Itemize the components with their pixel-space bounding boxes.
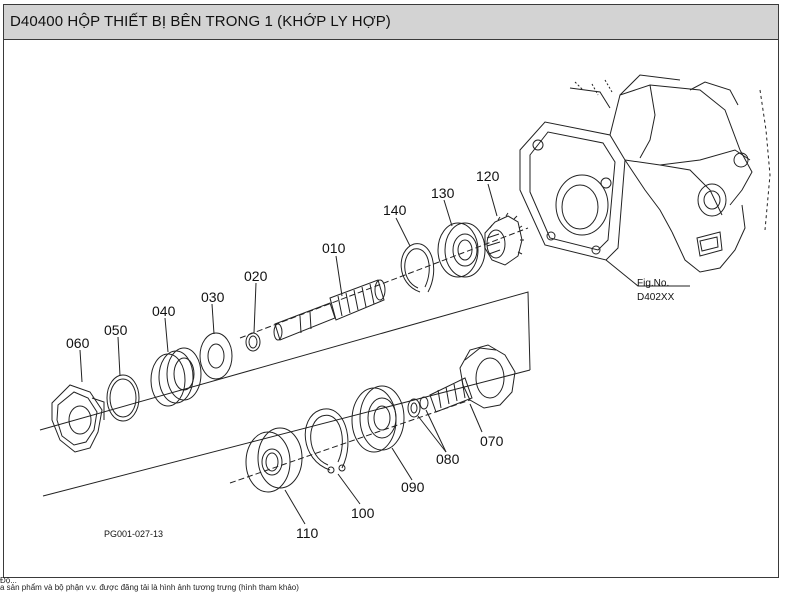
callout-030: 030 <box>201 289 225 305</box>
callout-050: 050 <box>104 322 128 338</box>
callout-010: 010 <box>322 240 346 256</box>
part-120-drawing <box>484 212 524 266</box>
explode-frame-lower <box>42 369 531 497</box>
housing-drawing <box>519 74 771 273</box>
part-060-drawing <box>51 384 105 453</box>
part-030-drawing <box>199 332 233 380</box>
fig-ref-label: Fig.No. <box>637 278 669 289</box>
explode-frame-upper <box>39 291 531 431</box>
callout-070: 070 <box>480 433 504 449</box>
lower-axis-line <box>229 399 471 484</box>
drawing-code: PG001-027-13 <box>104 529 163 539</box>
part-110-drawing <box>245 427 303 493</box>
part-130-drawing <box>437 222 486 278</box>
callout-020: 020 <box>244 268 268 284</box>
callout-090: 090 <box>401 479 425 495</box>
footer-note-2: a sản phẩm và bộ phận v.v. được đăng tải… <box>0 583 299 592</box>
callout-080: 080 <box>436 451 460 467</box>
callout-060: 060 <box>66 335 90 351</box>
callout-140: 140 <box>383 202 407 218</box>
part-010-drawing <box>273 279 386 341</box>
footer-note-1: Độ... <box>0 576 17 585</box>
leader-lines <box>79 183 690 525</box>
part-080-drawing <box>407 396 429 418</box>
part-020-drawing <box>245 332 261 352</box>
callout-110: 110 <box>296 525 319 541</box>
part-100-drawing <box>304 408 349 474</box>
part-090-drawing <box>351 385 405 453</box>
fig-ref-number: D402XX <box>637 292 675 303</box>
part-140-drawing <box>400 243 435 293</box>
callout-130: 130 <box>431 185 455 201</box>
callout-120: 120 <box>476 168 500 184</box>
part-040-drawing <box>150 347 202 407</box>
callout-040: 040 <box>152 303 176 319</box>
diagram-frame <box>3 4 779 578</box>
header-bar: D40400 HỘP THIẾT BỊ BÊN TRONG 1 (KHỚP LY… <box>4 5 778 40</box>
page-title: D40400 HỘP THIẾT BỊ BÊN TRONG 1 (KHỚP LY… <box>10 13 391 30</box>
callout-100: 100 <box>351 505 375 521</box>
part-050-drawing <box>106 374 140 422</box>
part-070-drawing <box>429 344 516 413</box>
